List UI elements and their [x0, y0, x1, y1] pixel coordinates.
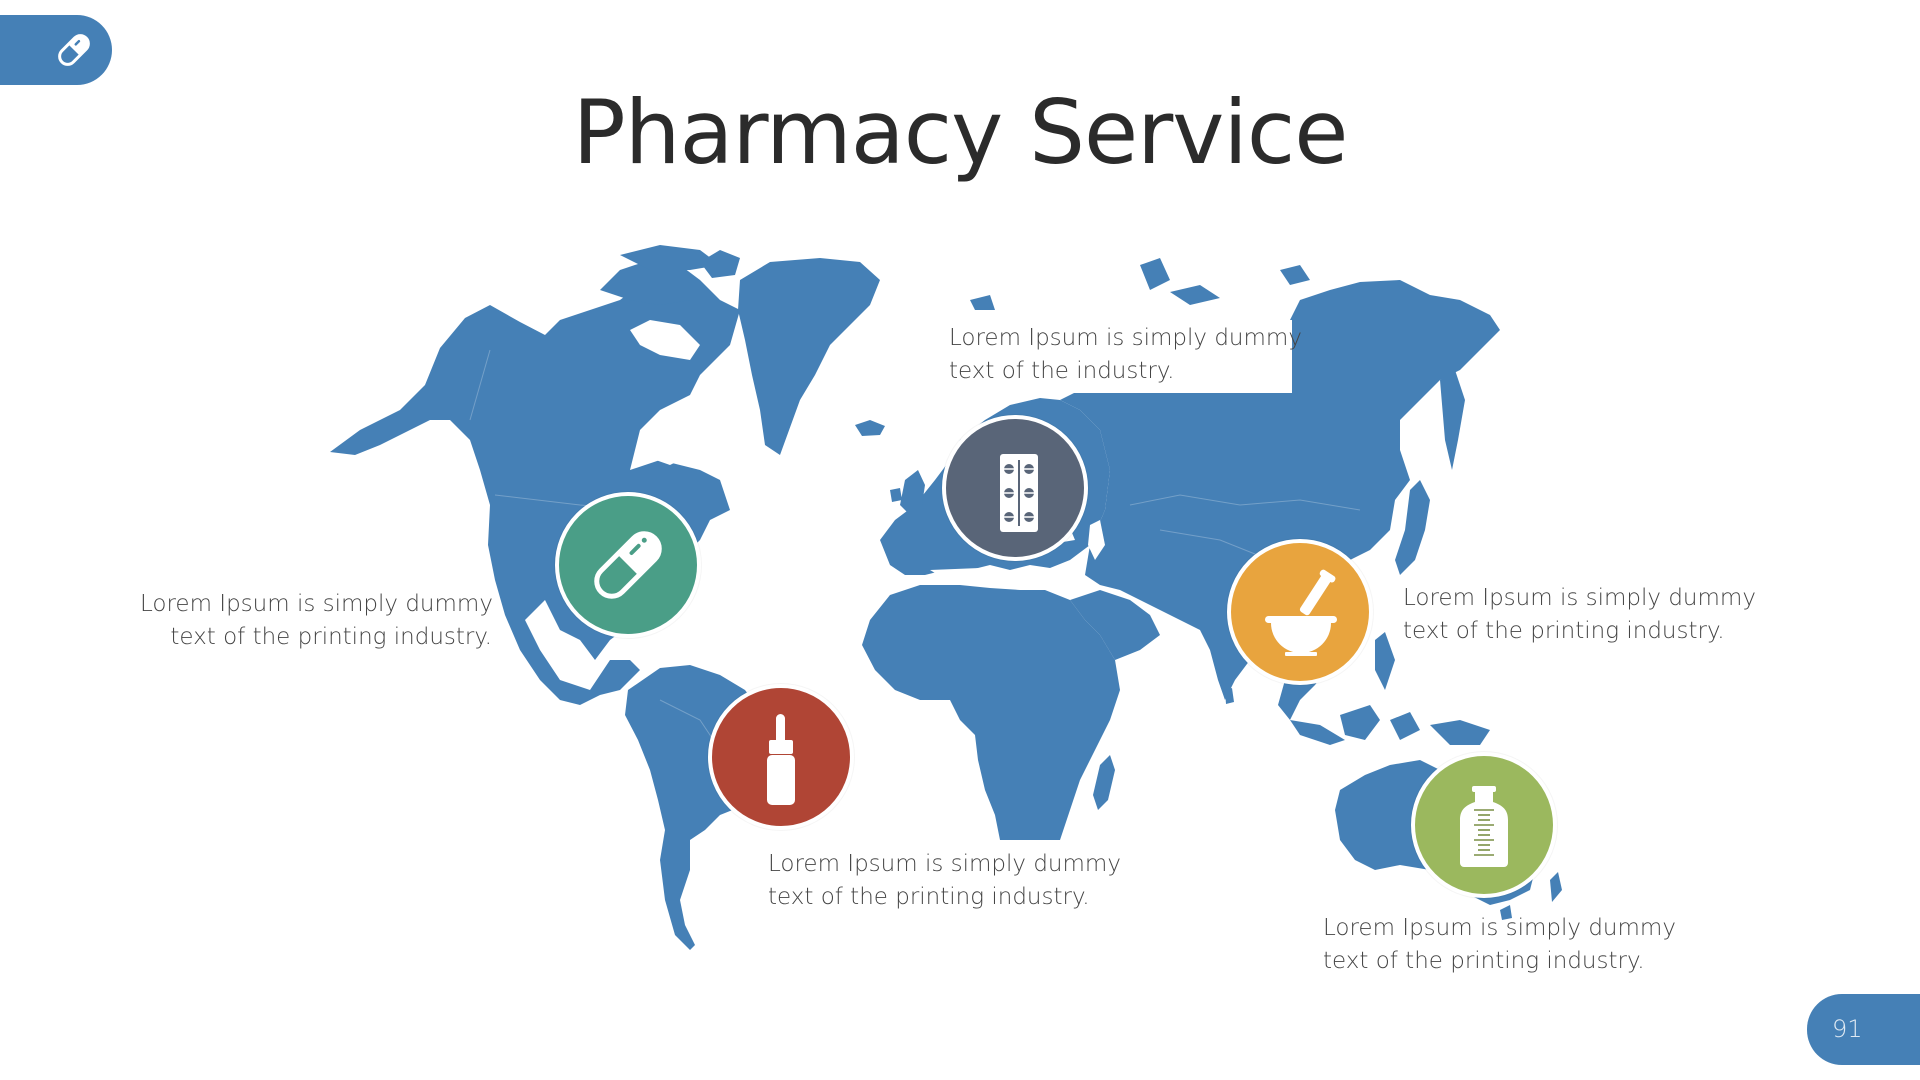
capsule-icon: [58, 34, 90, 66]
greenland-shape: [738, 258, 880, 455]
note-line-1: Lorem Ipsum is simply dummy: [768, 851, 1121, 877]
marker-south-america[interactable]: [708, 684, 854, 830]
note-line-1: Lorem Ipsum is simply dummy: [949, 325, 1302, 351]
page-title: Pharmacy Service: [572, 81, 1349, 184]
marker-australia[interactable]: [1411, 752, 1557, 898]
note-line-2: text of the printing industry.: [170, 624, 492, 650]
note-line-2: text of the printing industry.: [768, 884, 1090, 910]
dropper-bottle-icon: [767, 714, 795, 805]
marker-europe[interactable]: [942, 415, 1088, 561]
note-line-2: text of the printing industry.: [1403, 618, 1725, 644]
note-line-1: Lorem Ipsum is simply dummy: [140, 591, 493, 617]
medicine-bottle-icon: [1460, 786, 1508, 867]
note-australia: Lorem Ipsum is simply dummy text of the …: [1323, 912, 1676, 978]
pill-blister-pack-icon: [1000, 454, 1038, 532]
marker-north-america[interactable]: [555, 492, 701, 638]
africa-shape: [862, 585, 1120, 840]
mortar-pestle-icon: [1265, 569, 1337, 656]
note-north-america: Lorem Ipsum is simply dummy text of the …: [140, 588, 493, 654]
page-number-tab: 91: [1807, 994, 1920, 1065]
note-line-1: Lorem Ipsum is simply dummy: [1403, 585, 1756, 611]
note-asia: Lorem Ipsum is simply dummy text of the …: [1403, 582, 1756, 648]
note-line-1: Lorem Ipsum is simply dummy: [1323, 915, 1676, 941]
note-europe: Lorem Ipsum is simply dummy text of the …: [930, 320, 1302, 393]
note-line-2: text of the industry.: [949, 358, 1175, 384]
marker-asia[interactable]: [1227, 539, 1373, 685]
note-line-2: text of the printing industry.: [1323, 948, 1645, 974]
header-capsule-tab: [0, 15, 112, 85]
capsule-icon: [594, 531, 662, 599]
note-south-america: Lorem Ipsum is simply dummy text of the …: [768, 848, 1131, 914]
page-number: 91: [1832, 1015, 1863, 1043]
